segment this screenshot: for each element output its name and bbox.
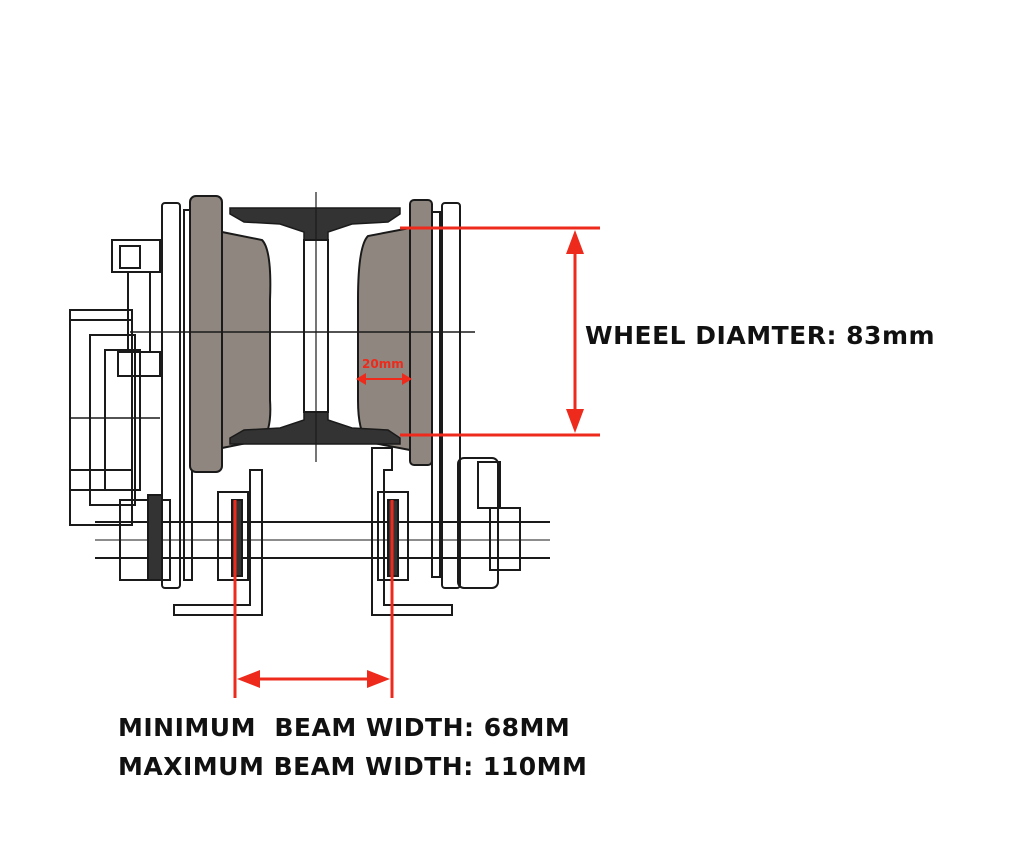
max-beam-width-label: MAXIMUM BEAM WIDTH: 110MM [118,752,587,781]
wheel-diameter-label: WHEEL DIAMTER: 83mm [585,321,935,350]
center-lines [70,331,475,419]
flange-width-dimension [356,373,412,385]
beam-width-dimension [233,500,394,698]
left-wheel [189,195,272,473]
left-housing [69,239,161,526]
axle-assembly [95,457,550,589]
clamp-brackets [173,447,453,616]
i-beam [229,192,401,462]
wheel-diameter-dimension [400,226,600,437]
side-plates [161,202,461,589]
min-beam-width-label: MINIMUM BEAM WIDTH: 68MM [118,713,570,742]
flange-width-label: 20mm [362,357,404,371]
